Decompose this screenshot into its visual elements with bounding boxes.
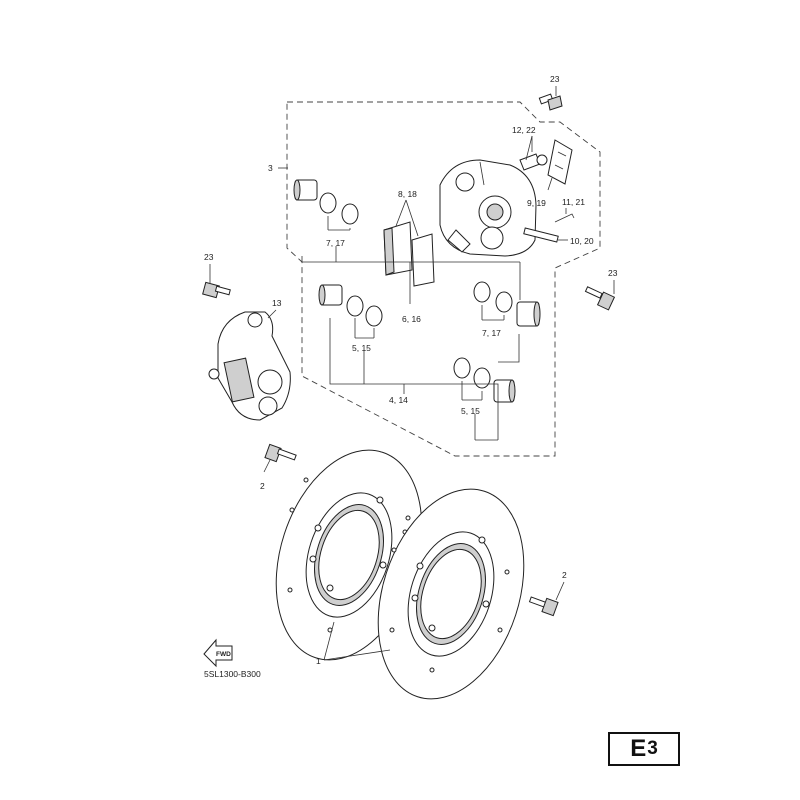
bolt-23-right bbox=[584, 280, 616, 311]
callout-11-21: 11, 21 bbox=[562, 197, 585, 207]
bracket-4-14 bbox=[329, 318, 520, 441]
piston-lower-right bbox=[493, 379, 516, 403]
callout-23-right: 23 bbox=[608, 268, 618, 278]
callout-7-17-right: 7, 17 bbox=[482, 328, 501, 338]
disc-bolt-2-left bbox=[263, 443, 297, 473]
brake-disc-right bbox=[377, 488, 525, 700]
callout-5-15-right: 5, 15 bbox=[461, 406, 480, 416]
bleed-screw-12-22 bbox=[519, 135, 548, 171]
callout-3: 3 bbox=[268, 163, 273, 173]
fwd-label: FWD bbox=[216, 651, 231, 658]
bracket-6-16 bbox=[301, 246, 521, 304]
piston-mid-right bbox=[516, 301, 541, 327]
callout-8-18: 8, 18 bbox=[398, 189, 417, 199]
callout-9-19: 9, 19 bbox=[527, 198, 546, 208]
callout-7-17-left: 7, 17 bbox=[326, 238, 345, 248]
caliper-left-13 bbox=[208, 309, 291, 421]
page-letter: E bbox=[630, 735, 647, 762]
callout-13: 13 bbox=[272, 298, 282, 308]
callout-23-left: 23 bbox=[204, 252, 214, 262]
seal-set-5-15-right bbox=[453, 357, 491, 401]
fwd-arrow-icon: FWD bbox=[203, 638, 233, 668]
page-number: 3 bbox=[647, 738, 658, 759]
callout-4-14: 4, 14 bbox=[389, 395, 408, 405]
diagram-code: 5SL1300-B300 bbox=[204, 669, 261, 679]
callout-10-20: 10, 20 bbox=[570, 236, 594, 246]
caliper-body-right bbox=[439, 159, 537, 257]
seal-set-5-15-left bbox=[346, 295, 383, 339]
piston-mid-left bbox=[318, 284, 343, 306]
callout-6-16: 6, 16 bbox=[402, 314, 421, 324]
bolt-23-top bbox=[538, 86, 563, 111]
callout-2-right: 2 bbox=[562, 570, 567, 580]
seal-set-7-17-left bbox=[319, 192, 359, 231]
piston-upper-left bbox=[293, 179, 318, 201]
brake-pads-8-18 bbox=[383, 199, 435, 287]
leader-1 bbox=[323, 621, 391, 661]
callout-23-top: 23 bbox=[550, 74, 560, 84]
callout-1: 1 bbox=[316, 656, 321, 666]
bolt-23-left bbox=[202, 264, 231, 299]
pad-pin-10-20 bbox=[523, 227, 568, 243]
disc-bolt-2-right bbox=[528, 581, 565, 617]
callout-12-22: 12, 22 bbox=[512, 125, 536, 135]
callout-5-15-left: 5, 15 bbox=[352, 343, 371, 353]
callout-2-left: 2 bbox=[260, 481, 265, 491]
pad-spring-9-19 bbox=[547, 139, 573, 191]
seal-set-7-17-right bbox=[473, 281, 513, 321]
pin-clip-11-21 bbox=[554, 208, 575, 223]
